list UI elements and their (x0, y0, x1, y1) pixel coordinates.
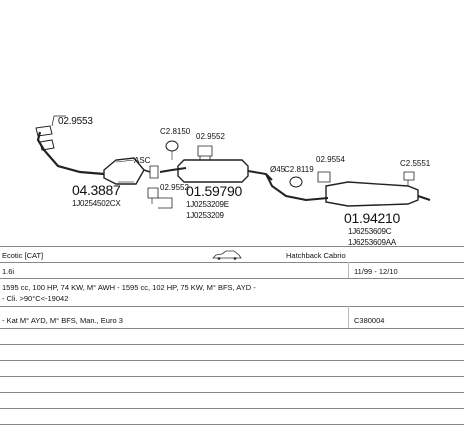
model-text: Ecotic [CAT] (2, 251, 44, 260)
car-silhouette-icon (212, 250, 242, 260)
clamp-label-2: 02.9552 (160, 183, 189, 192)
gasket-label-1: C2.8150 (160, 127, 191, 136)
catalyst-oem-number: 1J0254502CX (72, 199, 121, 208)
divider (0, 306, 464, 307)
clamp-label-1: 02.9553 (58, 116, 93, 127)
clamp-label-4: 02.9554 (316, 155, 345, 164)
divider (0, 360, 464, 361)
catalyst-shape (103, 157, 145, 185)
rear-silencer-part-number: 01.94210 (344, 210, 400, 226)
divider (0, 278, 464, 279)
middle-silencer-part-number: 01.59790 (186, 183, 242, 199)
rear-pipe (265, 173, 329, 202)
diameter-label: Ø45 (270, 165, 286, 174)
divider (348, 262, 349, 278)
years-text: 11/99 - 12/10 (354, 267, 398, 276)
divider (0, 246, 464, 247)
rear-silencer-oem-2: 1J6253609AA (348, 238, 397, 247)
divider (0, 408, 464, 409)
spec-text-3: - Kat M° AYD, M° BFS, Man., Euro 3 (2, 316, 123, 325)
divider (0, 376, 464, 377)
rear-silencer-oem-1: 1J6253609C (348, 227, 392, 236)
gasket-label-2: C2.8119 (284, 165, 314, 174)
rear-silencer-shape (325, 181, 419, 207)
divider (0, 424, 464, 425)
catalyst-part-number: 04.3887 (72, 182, 121, 198)
divider (0, 328, 464, 329)
divider (0, 392, 464, 393)
exhaust-diagram: 02.9553 04.3887 1J0254502CX ASC 02.9552 … (35, 115, 431, 247)
engine-text: 1.6i (2, 267, 15, 276)
code-text: C380004 (354, 316, 385, 325)
divider (348, 306, 349, 328)
divider (0, 344, 464, 345)
middle-silencer-oem-2: 1J0253209 (186, 211, 224, 220)
middle-pipe (159, 167, 187, 173)
exhaust-drawing (35, 115, 431, 209)
rubber-mount-label: C2.5551 (400, 159, 431, 168)
middle-silencer-oem-1: 1J0253209E (186, 200, 229, 209)
spec-text-1: 1595 cc, 100 HP, 74 KW, M° AWH - 1595 cc… (2, 283, 256, 292)
asc-label: ASC (134, 156, 151, 165)
front-pipe (36, 131, 105, 176)
middle-silencer-shape (177, 159, 249, 183)
spec-text-2: - Cli. >90°C<-19042 (2, 294, 69, 303)
clamp-label-3: 02.9552 (196, 132, 225, 141)
body-type-text: Hatchback Cabrio (286, 251, 346, 260)
divider (0, 262, 464, 263)
